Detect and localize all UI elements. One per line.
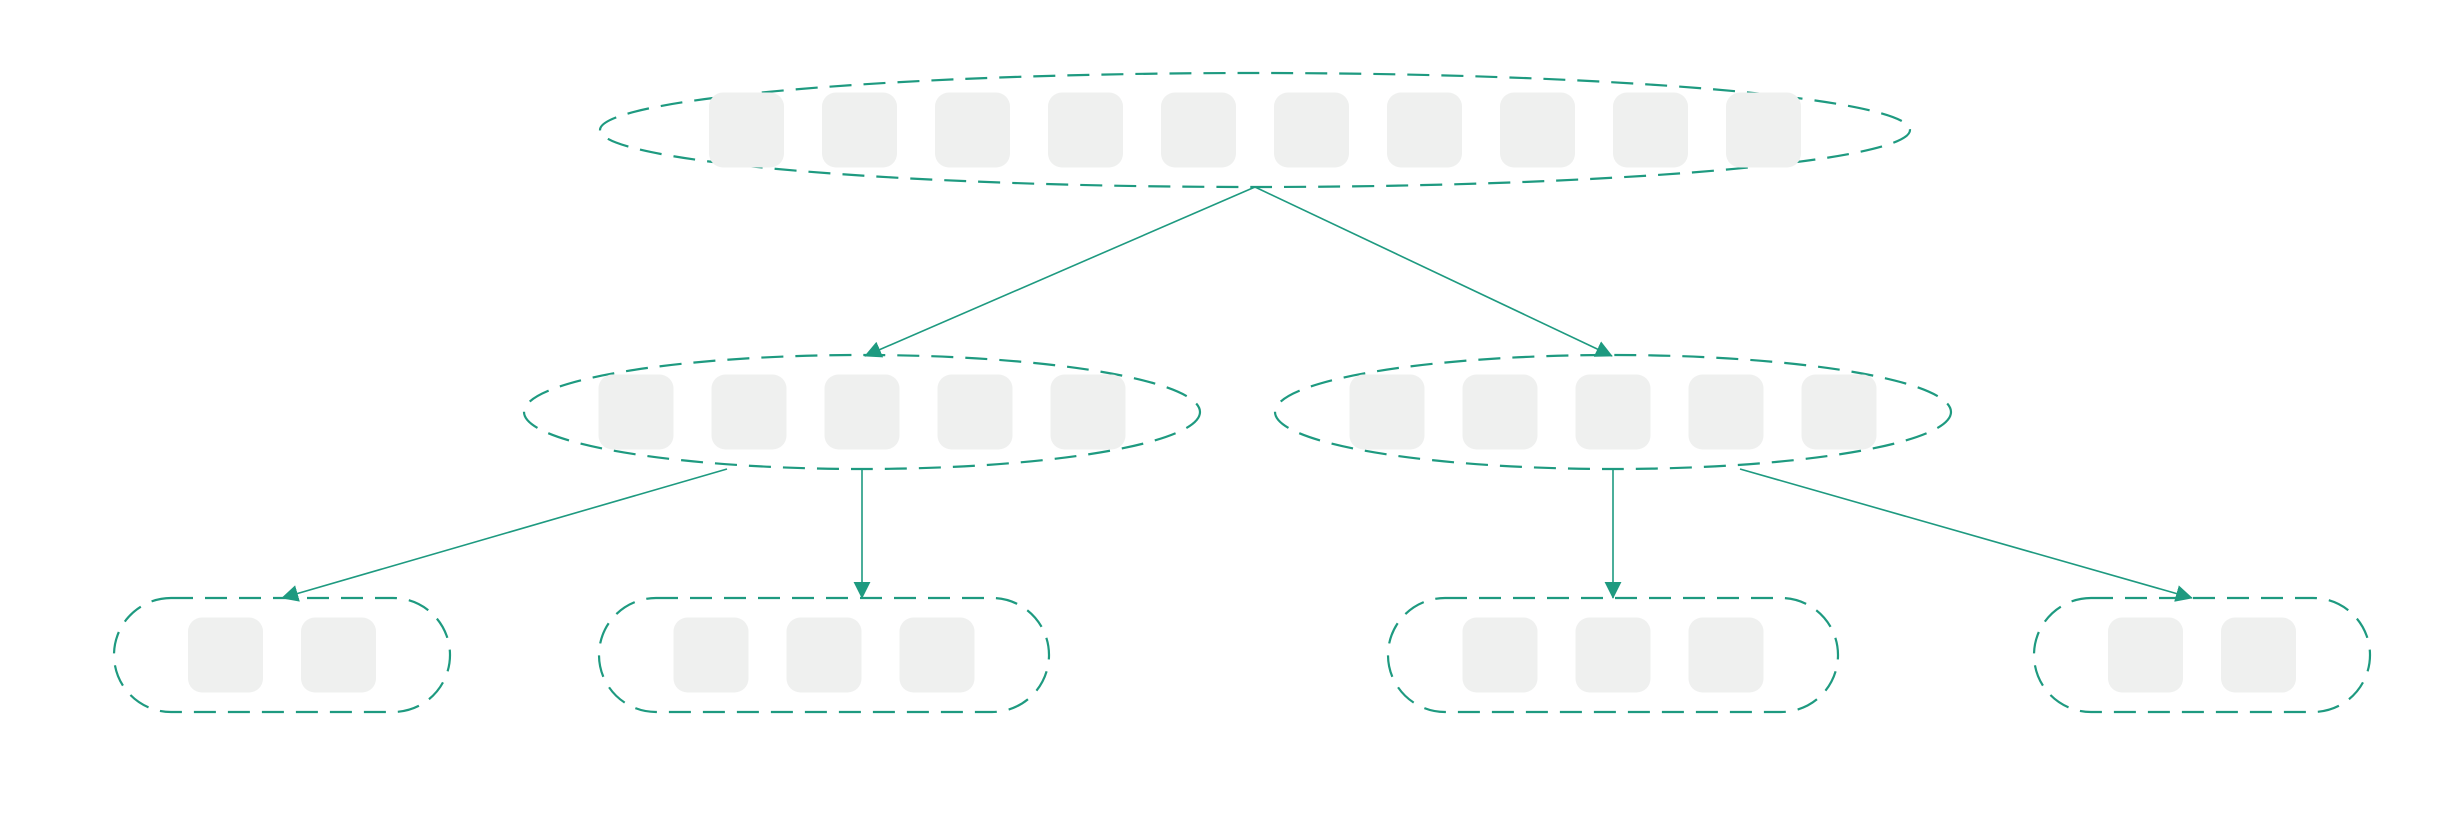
cell bbox=[1048, 92, 1123, 168]
node-outline bbox=[597, 596, 1051, 714]
cell bbox=[1050, 374, 1126, 450]
cell bbox=[2221, 617, 2296, 693]
cell bbox=[786, 617, 862, 693]
cell bbox=[1801, 374, 1877, 450]
node-outline bbox=[1386, 596, 1840, 714]
cell bbox=[899, 617, 975, 693]
node-left-right bbox=[597, 596, 1051, 714]
cell bbox=[1387, 92, 1462, 168]
cell bbox=[1274, 92, 1349, 168]
cell bbox=[1575, 374, 1651, 450]
cell bbox=[1613, 92, 1688, 168]
nodes-layer bbox=[112, 71, 2372, 714]
cell bbox=[673, 617, 749, 693]
cell bbox=[1575, 617, 1651, 693]
cell bbox=[1688, 617, 1764, 693]
node-left-left bbox=[112, 596, 452, 714]
cell bbox=[1500, 92, 1575, 168]
cell bbox=[1462, 617, 1538, 693]
node-outline bbox=[598, 71, 1912, 189]
cell bbox=[1161, 92, 1236, 168]
cell bbox=[711, 374, 787, 450]
cell bbox=[1462, 374, 1538, 450]
cell bbox=[824, 374, 900, 450]
cell bbox=[1349, 374, 1425, 450]
node-right-right bbox=[2032, 596, 2372, 714]
node-outline bbox=[1273, 353, 1953, 471]
node-outline bbox=[112, 596, 452, 714]
cell bbox=[709, 92, 784, 168]
node-left bbox=[522, 353, 1202, 471]
edge-root-to-right bbox=[1254, 186, 1613, 357]
node-root bbox=[598, 71, 1912, 189]
cell bbox=[598, 374, 674, 450]
cell bbox=[188, 617, 263, 693]
cell bbox=[301, 617, 376, 693]
cell bbox=[1726, 92, 1801, 168]
edges-layer bbox=[281, 186, 2193, 602]
cell bbox=[1688, 374, 1764, 450]
cell bbox=[822, 92, 897, 168]
node-outline bbox=[2032, 596, 2372, 714]
cell bbox=[935, 92, 1010, 168]
edge-right-to-right-right bbox=[1739, 468, 2193, 602]
cell bbox=[937, 374, 1013, 450]
node-outline bbox=[522, 353, 1202, 471]
cell bbox=[2108, 617, 2183, 693]
edge-left-to-left-left bbox=[281, 468, 728, 602]
node-right bbox=[1273, 353, 1953, 471]
edge-root-to-left bbox=[864, 186, 1256, 358]
node-right-left bbox=[1386, 596, 1840, 714]
